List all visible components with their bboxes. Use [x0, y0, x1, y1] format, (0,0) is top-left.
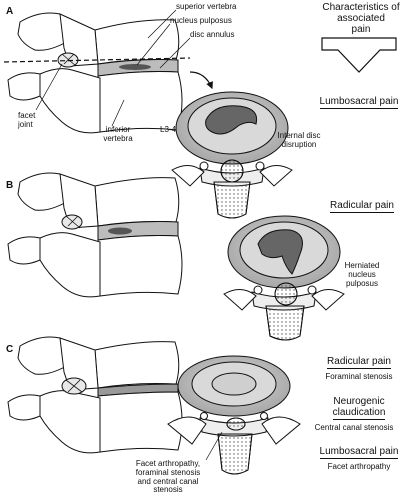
label-herniated-line-2: nucleus	[348, 269, 376, 279]
label-disc-annulus: disc annulus	[190, 30, 235, 39]
panel-a-curved-arrow-icon	[189, 71, 213, 90]
label-inferior-vertebra-line-1: inferior	[105, 125, 131, 134]
label-internal-disc-disruption: Internal disc disruption	[264, 131, 334, 150]
pain-c-radicular: Radicular pain	[312, 356, 406, 369]
panel-a-lateral-spine	[7, 12, 183, 134]
panel-c-lateral-spine	[7, 336, 183, 454]
label-inferior-vertebra-line-2: vertebra	[103, 133, 133, 143]
label-level-l3-4: L3-4	[160, 125, 177, 134]
pain-c-neurogenic-claudication: Neurogenic claudication	[312, 396, 406, 420]
caption-c-line-1: Facet arthropathy,	[135, 459, 201, 468]
label-herniated-nucleus-pulposus: Herniated nucleus pulposus	[332, 261, 392, 288]
panel-a-leader-lines	[35, 9, 191, 127]
panel-c-leader-line	[205, 431, 223, 461]
caption-c-line-3: and central canal	[137, 476, 199, 486]
label-facet-joint-line-2: joint	[18, 119, 33, 129]
panel-c-letter: C	[6, 344, 14, 355]
header-title-line-2: associated	[337, 13, 385, 24]
panel-b-lateral-spine	[7, 172, 183, 298]
panel-c-axial-vertebra	[167, 355, 301, 475]
label-internal-disc-line-2: disruption	[281, 139, 317, 149]
label-facet-joint-line-1: facet	[18, 111, 36, 120]
sub-c-central-canal-stenosis: Central canal stenosis	[314, 423, 394, 432]
pain-c-neurogenic-line-2-wrap: claudication	[312, 407, 406, 420]
header-title-line-3: pain	[351, 24, 371, 35]
caption-c-facet-arthropathy: Facet arthropathy, foraminal stenosis an…	[118, 459, 218, 495]
label-herniated-line-3: pulposus	[345, 278, 379, 288]
panel-a-section-line	[3, 57, 191, 63]
pain-b-radicular: Radicular pain	[320, 200, 404, 213]
header-arrow-icon	[321, 37, 397, 73]
label-herniated-line-1: Herniated	[344, 261, 380, 270]
pain-c-neurogenic-line-1: Neurogenic	[333, 396, 385, 407]
label-nucleus-pulposus: nucleus pulposus	[170, 16, 232, 25]
panel-b-letter: B	[6, 180, 14, 191]
label-inferior-vertebra: inferior vertebra	[98, 125, 138, 144]
header-title-line-1: Characteristics of	[322, 2, 400, 13]
pain-b-radicular-text: Radicular pain	[330, 200, 394, 213]
sub-c-facet-arthropathy: Facet arthropathy	[327, 462, 391, 471]
label-superior-vertebra: superior vertebra	[176, 2, 237, 11]
panel-b-axial-vertebra	[223, 215, 345, 341]
panel-a-letter: A	[6, 6, 14, 17]
pain-c-lumbosacral-text: Lumbosacral pain	[319, 446, 399, 459]
header-title: Characteristics of associated pain	[318, 2, 404, 35]
pain-a-lumbosacral-text: Lumbosacral pain	[319, 96, 399, 109]
caption-c-line-4: stenosis	[153, 485, 183, 495]
caption-c-line-2: foraminal stenosis	[135, 467, 201, 477]
panel-a-axial-vertebra	[171, 91, 293, 219]
pain-c-lumbosacral: Lumbosacral pain	[312, 446, 406, 459]
sub-c-foraminal-stenosis: Foraminal stenosis	[325, 372, 393, 381]
label-internal-disc-line-1: Internal disc	[277, 131, 321, 140]
label-facet-joint: facet joint	[18, 111, 36, 130]
pain-c-radicular-text: Radicular pain	[327, 356, 391, 369]
pain-c-neurogenic-line-2: claudication	[332, 407, 386, 420]
pain-a-lumbosacral: Lumbosacral pain	[314, 96, 404, 109]
